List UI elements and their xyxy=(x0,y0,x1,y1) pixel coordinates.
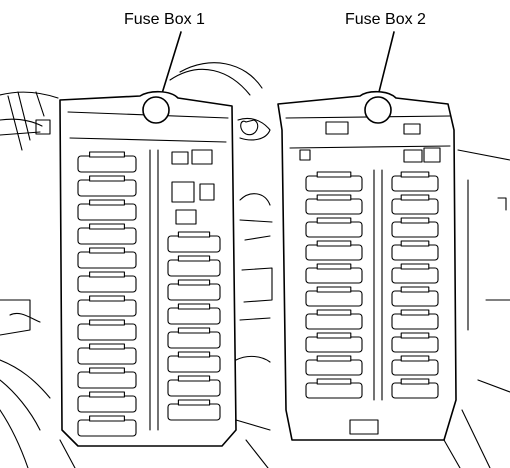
fb1-left-fuse-tab xyxy=(89,319,125,326)
fb2-left-fuse-tab xyxy=(316,194,352,201)
fb2-right-fuse-slot xyxy=(391,221,439,238)
fb1-right-fuse-slot xyxy=(167,379,221,397)
arrow-fuse-box-2 xyxy=(374,31,395,102)
fb1-right-fuse-tab xyxy=(177,351,211,358)
fb2-left-fuse-tab xyxy=(316,286,352,293)
fb1-left-fuse-slot xyxy=(77,203,137,221)
arrow-fuse-box-1 xyxy=(157,31,182,102)
fb2-right-fuse-slot xyxy=(391,198,439,215)
fb1-left-fuse-slot xyxy=(77,251,137,269)
fb2-left-fuse-tab xyxy=(316,171,352,178)
fb2-right-fuse-tab xyxy=(400,309,430,316)
fb2-right-fuse-slot xyxy=(391,244,439,261)
fb2-right-fuse-tab xyxy=(400,286,430,293)
fb2-left-fuse-tab xyxy=(316,309,352,316)
fuse-box-1-mount-knob xyxy=(142,96,170,124)
fb2-left-fuse-slot xyxy=(305,382,363,399)
fb2-right-fuse-tab xyxy=(400,378,430,385)
fb1-left-fuse-slot xyxy=(77,227,137,245)
fb2-left-fuse-tab xyxy=(316,378,352,385)
fb1-right-fuse-tab xyxy=(177,303,211,310)
fb2-right-fuse-tab xyxy=(400,194,430,201)
fb2-left-fuse-slot xyxy=(305,336,363,353)
fb1-right-fuse-tab xyxy=(177,399,211,406)
fb1-left-fuse-tab xyxy=(89,415,125,422)
fb2-right-fuse-tab xyxy=(400,355,430,362)
fb1-left-fuse-slot xyxy=(77,347,137,365)
fb1-right-fuse-slot xyxy=(167,331,221,349)
fb1-left-fuse-slot xyxy=(77,419,137,437)
fb1-right-fuse-slot xyxy=(167,259,221,277)
fb1-left-fuse-slot xyxy=(77,395,137,413)
fuse-box-2-mount-knob xyxy=(364,96,392,124)
fb1-left-fuse-slot xyxy=(77,275,137,293)
fb1-left-fuse-slot xyxy=(77,155,137,173)
fb1-left-fuse-slot xyxy=(77,179,137,197)
fb1-right-fuse-slot xyxy=(167,307,221,325)
fb1-left-fuse-tab xyxy=(89,391,125,398)
fb2-left-fuse-slot xyxy=(305,267,363,284)
fb2-right-fuse-slot xyxy=(391,267,439,284)
fb2-right-fuse-tab xyxy=(400,263,430,270)
fb1-left-fuse-slot xyxy=(77,371,137,389)
fb2-left-fuse-tab xyxy=(316,263,352,270)
fb1-left-fuse-tab xyxy=(89,367,125,374)
fuse-box-2-left-column xyxy=(305,171,363,399)
fb2-left-fuse-slot xyxy=(305,244,363,261)
fb1-right-fuse-tab xyxy=(177,375,211,382)
fb2-left-fuse-slot xyxy=(305,221,363,238)
fb2-right-fuse-slot xyxy=(391,313,439,330)
fb1-left-fuse-tab xyxy=(89,271,125,278)
fb1-left-fuse-slot xyxy=(77,299,137,317)
fb2-right-fuse-tab xyxy=(400,332,430,339)
fb2-right-fuse-slot xyxy=(391,336,439,353)
fb2-right-fuse-tab xyxy=(400,217,430,224)
fb1-right-fuse-slot xyxy=(167,355,221,373)
label-fuse-box-1: Fuse Box 1 xyxy=(124,11,205,28)
fb2-left-fuse-tab xyxy=(316,240,352,247)
fuse-box-1-clip xyxy=(35,119,51,135)
fb2-left-fuse-tab xyxy=(316,355,352,362)
fb2-left-fuse-slot xyxy=(305,175,363,192)
fuse-box-2 xyxy=(277,90,457,441)
fb2-left-fuse-slot xyxy=(305,290,363,307)
fb1-right-fuse-slot xyxy=(167,283,221,301)
fb2-right-fuse-slot xyxy=(391,382,439,399)
fb2-right-fuse-tab xyxy=(400,240,430,247)
fb2-left-fuse-tab xyxy=(316,217,352,224)
fb1-left-fuse-tab xyxy=(89,247,125,254)
fb2-left-fuse-slot xyxy=(305,198,363,215)
fb1-left-fuse-slot xyxy=(77,323,137,341)
fb1-right-fuse-slot xyxy=(167,403,221,421)
fb1-right-fuse-tab xyxy=(177,279,211,286)
fb1-right-fuse-slot xyxy=(167,235,221,253)
fb2-right-fuse-slot xyxy=(391,175,439,192)
fb2-right-fuse-slot xyxy=(391,359,439,376)
fb1-right-fuse-tab xyxy=(177,231,211,238)
fb1-left-fuse-tab xyxy=(89,295,125,302)
fb1-left-fuse-tab xyxy=(89,175,125,182)
fb2-left-fuse-slot xyxy=(305,359,363,376)
fb1-right-fuse-tab xyxy=(177,255,211,262)
fuse-box-1-side-connector xyxy=(240,119,259,136)
fb1-right-fuse-tab xyxy=(177,327,211,334)
label-fuse-box-2: Fuse Box 2 xyxy=(345,11,426,28)
fuse-box-2-right-column xyxy=(391,171,439,399)
fb2-left-fuse-tab xyxy=(316,332,352,339)
fuse-box-1-right-column xyxy=(167,231,221,421)
fb1-left-fuse-tab xyxy=(89,223,125,230)
fb2-right-fuse-tab xyxy=(400,171,430,178)
fb2-left-fuse-slot xyxy=(305,313,363,330)
fb1-left-fuse-tab xyxy=(89,151,125,158)
surrounding-structure xyxy=(0,62,510,468)
fb1-left-fuse-tab xyxy=(89,343,125,350)
fuse-box-1 xyxy=(35,90,259,447)
fb2-right-fuse-slot xyxy=(391,290,439,307)
fb1-left-fuse-tab xyxy=(89,199,125,206)
fuse-box-1-left-column xyxy=(77,151,137,437)
